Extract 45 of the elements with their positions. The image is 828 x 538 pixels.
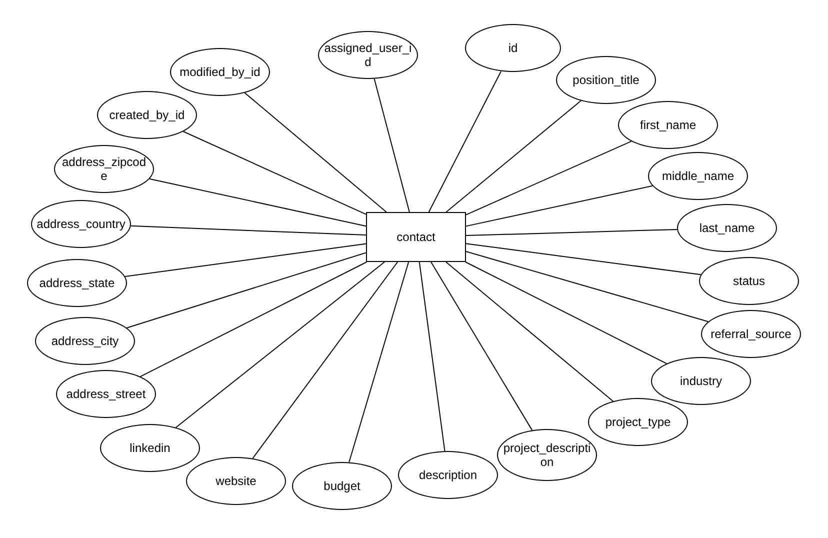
connector-line (466, 250, 709, 322)
attribute-ellipse: budget (292, 462, 392, 510)
connector-line (428, 70, 502, 212)
connector-line (175, 262, 385, 428)
attribute-ellipse: middle_name (648, 152, 748, 200)
connector-line (374, 78, 410, 212)
attribute-ellipse: referral_source (701, 310, 801, 358)
connector-line (182, 130, 366, 215)
connector-line (466, 243, 702, 276)
connector-line (149, 178, 366, 227)
connector-line (430, 262, 533, 431)
attribute-ellipse: position_title (556, 56, 656, 104)
entity-box: contact (366, 212, 466, 262)
attribute-ellipse: id (465, 24, 561, 72)
attribute-ellipse: website (186, 457, 286, 505)
attribute-ellipse: first_name (618, 101, 718, 149)
attribute-ellipse: description (398, 451, 498, 499)
attribute-ellipse: assigned_user_id (318, 31, 418, 79)
connector-line (130, 225, 366, 236)
connector-line (466, 140, 632, 216)
attribute-ellipse: modified_by_id (170, 48, 270, 96)
attribute-ellipse: project_description (497, 429, 597, 481)
connector-line (466, 228, 678, 236)
attribute-ellipse: industry (651, 357, 751, 405)
attribute-ellipse: address_country (31, 200, 131, 248)
connector-line (252, 262, 398, 459)
attribute-ellipse: linkedin (100, 424, 200, 472)
connector-line (446, 100, 582, 212)
attribute-ellipse: created_by_id (97, 91, 197, 139)
connector-line (348, 262, 410, 463)
attribute-ellipse: address_zipcode (54, 145, 154, 193)
connector-line (446, 262, 614, 402)
attribute-ellipse: project_type (588, 398, 688, 446)
attribute-ellipse: address_state (27, 259, 127, 307)
connector-line (466, 185, 653, 227)
connector-line (126, 252, 366, 328)
connector-line (124, 243, 366, 277)
connector-line (418, 262, 446, 452)
attribute-ellipse: last_name (677, 204, 777, 252)
connector-line (464, 262, 668, 364)
attribute-ellipse: status (699, 257, 799, 305)
attribute-ellipse: address_street (56, 370, 156, 418)
connector-line (244, 92, 387, 212)
attribute-ellipse: address_city (35, 317, 135, 365)
connector-line (140, 262, 368, 378)
